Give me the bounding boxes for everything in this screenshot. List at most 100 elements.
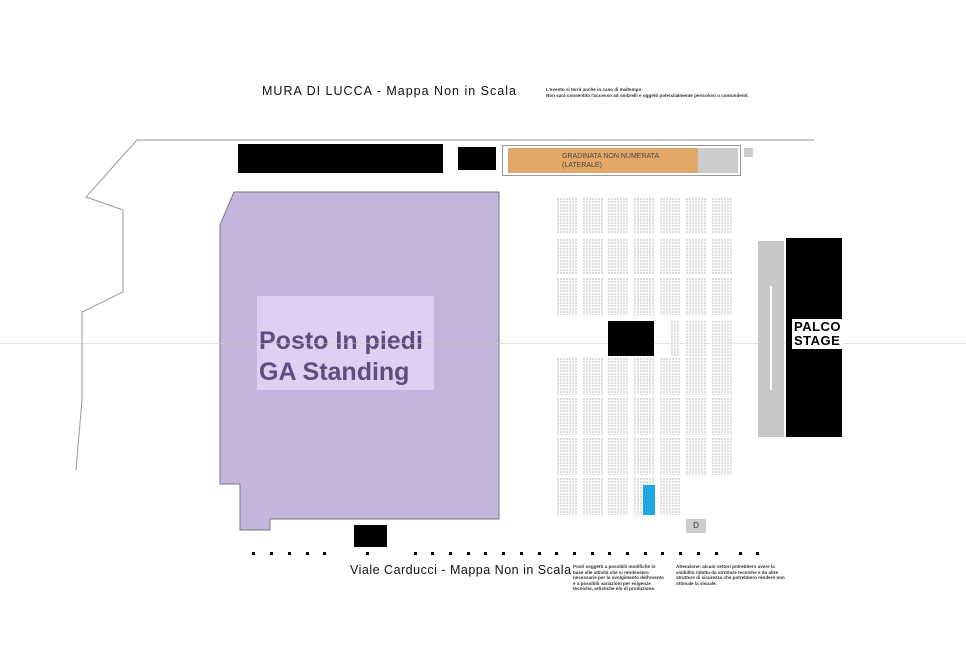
- barrier-dot: [366, 552, 369, 555]
- stage-label-it: PALCO: [794, 319, 842, 334]
- seat-block[interactable]: [633, 357, 654, 395]
- seat-block[interactable]: [607, 277, 628, 315]
- barrier-dot: [306, 552, 309, 555]
- seat-block[interactable]: [659, 277, 680, 315]
- seat-block[interactable]: [582, 197, 603, 234]
- seat-block[interactable]: [685, 277, 706, 315]
- highlighted-seats[interactable]: [643, 485, 655, 515]
- stage-label: PALCO STAGE: [792, 319, 844, 349]
- barrier-dot: [679, 552, 682, 555]
- stage: PALCO STAGE: [786, 238, 844, 437]
- seat-block[interactable]: [659, 397, 680, 435]
- ga-label: Posto In piedi GA Standing: [257, 296, 434, 388]
- seat-block[interactable]: [556, 238, 577, 275]
- structure-block: [238, 144, 443, 173]
- seat-block[interactable]: [556, 357, 577, 395]
- seat-block[interactable]: [711, 238, 732, 275]
- seat-block[interactable]: [685, 320, 706, 356]
- bottom-note-right: Attenzione: alcuni settori potrebbero av…: [676, 564, 785, 586]
- barrier-dot: [520, 552, 523, 555]
- note-line: Non sarà consentito l'accesso ad ombrell…: [546, 92, 749, 98]
- seat-block[interactable]: [670, 320, 680, 356]
- stage-walkway: [758, 241, 784, 437]
- seat-block[interactable]: [659, 238, 680, 275]
- seat-block[interactable]: [711, 437, 732, 475]
- seat-block[interactable]: [633, 277, 654, 315]
- ga-label-it: Posto In piedi: [259, 327, 423, 355]
- barrier-dot: [739, 552, 742, 555]
- barrier-dot: [715, 552, 718, 555]
- barrier-dot: [270, 552, 273, 555]
- seat-block[interactable]: [711, 197, 732, 234]
- seat-block[interactable]: [633, 437, 654, 475]
- seat-block[interactable]: [659, 477, 680, 515]
- barrier-dot: [661, 552, 664, 555]
- tribune-end: [698, 148, 738, 173]
- seat-block[interactable]: [607, 437, 628, 475]
- bottom-title: Viale Carducci - Mappa Non in Scala: [350, 563, 572, 577]
- barrier-dot: [697, 552, 700, 555]
- seat-block[interactable]: [711, 397, 732, 435]
- seat-block[interactable]: [556, 277, 577, 315]
- mixer-tower: [608, 321, 654, 356]
- tribune-frame: [502, 145, 741, 176]
- small-block: [744, 148, 753, 157]
- seat-block[interactable]: [685, 397, 706, 435]
- seat-block[interactable]: [685, 357, 706, 395]
- seat-block[interactable]: [685, 437, 706, 475]
- walkway-line: [770, 286, 772, 390]
- top-title: MURA DI LUCCA - Mappa Non in Scala: [262, 84, 517, 98]
- stage-label-en: STAGE: [794, 333, 841, 348]
- barrier-dot: [414, 552, 417, 555]
- seat-block[interactable]: [607, 197, 628, 234]
- seat-block[interactable]: [556, 197, 577, 234]
- barrier-dot: [484, 552, 487, 555]
- seat-block[interactable]: [633, 238, 654, 275]
- barrier-dot: [449, 552, 452, 555]
- entrance-block: [354, 525, 387, 547]
- seat-block[interactable]: [685, 197, 706, 234]
- seat-block[interactable]: [659, 197, 680, 234]
- seat-block[interactable]: [659, 357, 680, 395]
- tribune-section[interactable]: GRADINATA NON NUMERATA (LATERALE): [508, 148, 698, 173]
- seat-block[interactable]: [633, 397, 654, 435]
- barrier-dot: [591, 552, 594, 555]
- seat-block[interactable]: [633, 197, 654, 234]
- barrier-dot: [608, 552, 611, 555]
- barrier-dot: [467, 552, 470, 555]
- seat-block[interactable]: [711, 320, 732, 356]
- barrier-dot: [555, 552, 558, 555]
- ga-label-en: GA Standing: [259, 358, 410, 386]
- seat-block[interactable]: [607, 477, 628, 515]
- disabled-area-marker: D: [686, 519, 706, 533]
- barrier-dot: [288, 552, 291, 555]
- note-line: L'evento si terrà anche in caso di malte…: [546, 87, 642, 92]
- barrier-dot: [323, 552, 326, 555]
- seat-block[interactable]: [582, 437, 603, 475]
- seat-block[interactable]: [607, 397, 628, 435]
- seat-block[interactable]: [556, 437, 577, 475]
- structure-block: [458, 147, 496, 170]
- seat-block[interactable]: [582, 238, 603, 275]
- seat-block[interactable]: [659, 437, 680, 475]
- center-line: [0, 343, 966, 344]
- seat-block[interactable]: [556, 477, 577, 515]
- barrier-dot: [502, 552, 505, 555]
- seat-block[interactable]: [582, 277, 603, 315]
- seat-block[interactable]: [607, 238, 628, 275]
- seat-block[interactable]: [582, 477, 603, 515]
- seat-block[interactable]: [711, 277, 732, 315]
- barrier-dot: [626, 552, 629, 555]
- barrier-dot: [756, 552, 759, 555]
- seat-block[interactable]: [607, 357, 628, 395]
- seat-block[interactable]: [582, 397, 603, 435]
- seat-block[interactable]: [711, 357, 732, 395]
- seat-block[interactable]: [556, 397, 577, 435]
- seat-block[interactable]: [685, 238, 706, 275]
- seat-block[interactable]: [582, 357, 603, 395]
- bottom-note-left: Posti soggetti a possibili modifiche in …: [573, 564, 666, 592]
- barrier-dot: [644, 552, 647, 555]
- top-notes: L'evento si terrà anche in caso di malte…: [546, 87, 786, 98]
